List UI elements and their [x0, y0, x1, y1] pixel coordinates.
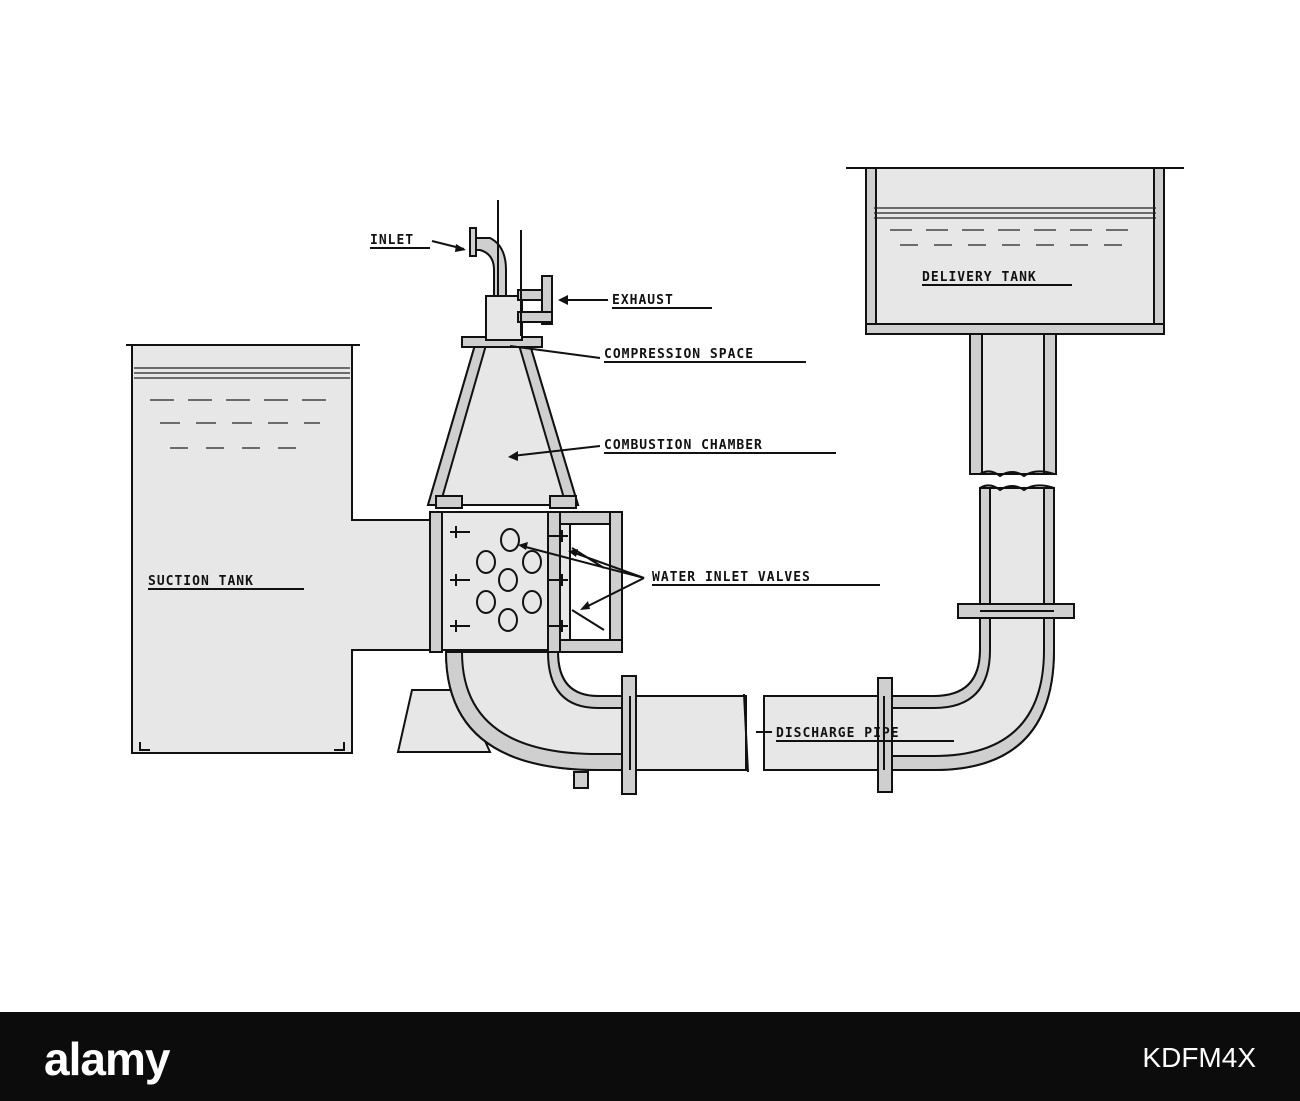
- label-inlet: INLET: [370, 233, 414, 248]
- label-discharge-pipe: DISCHARGE PIPE: [776, 726, 900, 741]
- watermark-bar: alamy KDFM4X: [0, 1012, 1300, 1101]
- label-compression-space: COMPRESSION SPACE: [604, 347, 754, 362]
- text-labels: INLET EXHAUST COMPRESSION SPACE COMBUSTI…: [148, 233, 1072, 742]
- label-delivery-tank: DELIVERY TANK: [922, 270, 1037, 285]
- suction-water-surface: [134, 367, 350, 449]
- label-water-inlet-valves: WATER INLET VALVES: [652, 570, 811, 585]
- valve-stems: [450, 526, 568, 632]
- combustion-chamber: [426, 336, 580, 509]
- discharge-pipe: [763, 484, 1075, 793]
- brand-logo: alamy: [44, 1033, 170, 1085]
- pump-diagram: INLET EXHAUST COMPRESSION SPACE COMBUSTI…: [126, 167, 1184, 795]
- delivery-water-surface: [874, 207, 1156, 246]
- suction-tank: [126, 344, 433, 754]
- valve-box: [429, 511, 623, 653]
- label-combustion-chamber: COMBUSTION CHAMBER: [604, 438, 763, 453]
- pump-head: [469, 200, 553, 341]
- label-exhaust: EXHAUST: [612, 293, 674, 308]
- water-inlet-valve-holes: [476, 528, 542, 632]
- image-id: KDFM4X: [1142, 1042, 1256, 1073]
- pump-outlet-bend: [444, 651, 749, 795]
- delivery-tank: [846, 167, 1184, 478]
- leader-lines: [431, 240, 772, 733]
- label-suction-tank: SUCTION TANK: [148, 574, 254, 589]
